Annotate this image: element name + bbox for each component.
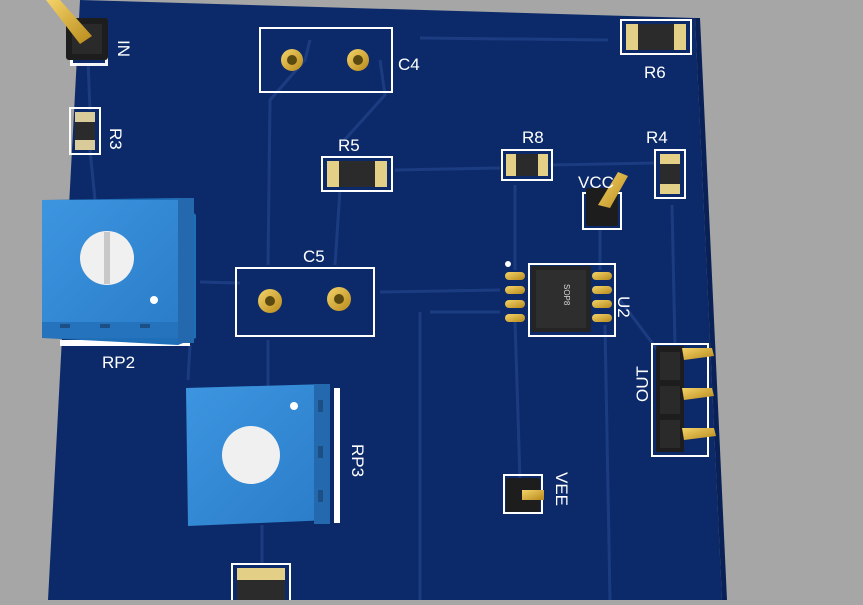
pcb-board-edge (695, 18, 727, 600)
label-rp2: RP2 (102, 353, 136, 372)
capacitor-c4[interactable] (259, 27, 393, 93)
label-u2: U2 (614, 296, 633, 318)
resistor-r3[interactable] (69, 107, 101, 155)
partial-component-bottom[interactable] (231, 563, 291, 605)
label-r8: R8 (522, 128, 544, 147)
label-r5: R5 (338, 136, 360, 155)
resistor-r6[interactable] (620, 19, 692, 55)
label-r3: R3 (106, 128, 125, 150)
out-header[interactable] (651, 343, 716, 457)
resistor-r8[interactable] (501, 149, 553, 181)
capacitor-c5[interactable] (235, 267, 375, 337)
resistor-r4[interactable] (654, 149, 686, 199)
resistor-r5[interactable] (321, 156, 393, 192)
label-c5: C5 (303, 247, 325, 266)
potentiometer-rp2[interactable] (42, 198, 196, 346)
label-vee: VEE (552, 472, 571, 507)
label-c4: C4 (398, 55, 420, 74)
ic-u2[interactable] (505, 261, 616, 337)
label-u2-package: SOP8 (562, 284, 571, 306)
label-r6: R6 (644, 63, 666, 82)
label-in: IN (114, 40, 133, 57)
label-r4: R4 (646, 128, 668, 147)
vcc-header[interactable] (582, 172, 628, 230)
label-out: OUT (633, 366, 652, 402)
vee-header[interactable] (503, 474, 544, 514)
label-vcc: VCC (578, 173, 614, 192)
label-rp3: RP3 (348, 444, 367, 478)
potentiometer-rp3[interactable] (186, 384, 340, 526)
in-header[interactable] (46, 0, 108, 66)
copper-traces (86, 36, 677, 601)
